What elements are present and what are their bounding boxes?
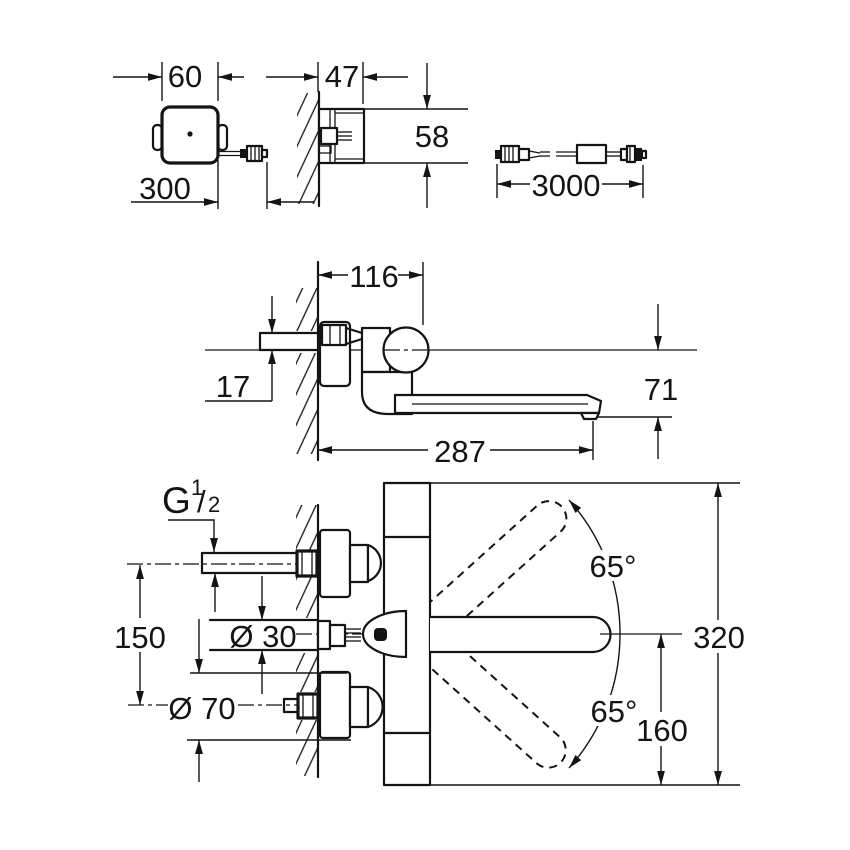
lower-escutcheon [318, 670, 352, 740]
aerator [579, 411, 601, 421]
dim-label-3000: 3000 [532, 168, 601, 203]
lower-inlet [282, 692, 320, 720]
control-box-front-view: 60 300 [113, 59, 314, 209]
dim-label-116: 116 [349, 259, 398, 294]
dim-label-160: 160 [636, 713, 688, 748]
dim-label-65-up: 65° [590, 549, 637, 584]
wall-hatching [296, 353, 318, 454]
dim-body-projection: 116 [318, 259, 424, 325]
spout-position-up [415, 500, 568, 642]
dim-label-58: 58 [415, 119, 449, 154]
power-cable-view: 3000 [495, 143, 648, 203]
thread-label-slash: / [197, 484, 206, 519]
ir-sensor-window [374, 628, 387, 641]
wall-hatching [297, 93, 319, 204]
dim-label-d30: Ø 30 [229, 619, 296, 654]
dim-label-17: 17 [216, 369, 250, 404]
dim-thread: G 1 / 2 [162, 475, 220, 612]
thread-label-sup: 1 [191, 475, 203, 500]
dim-label-47: 47 [325, 59, 359, 94]
wall-hatching [296, 720, 318, 776]
spout [430, 615, 612, 654]
dim-spout-reach: 287 [318, 421, 594, 469]
spout-position-down [414, 627, 567, 769]
dim-label-65-down: 65° [591, 694, 638, 729]
dim-cable-3000: 3000 [496, 164, 644, 203]
union-nut [296, 692, 320, 720]
upper-escutcheon [318, 528, 352, 599]
dim-label-150: 150 [114, 620, 166, 655]
dim-label-71: 71 [644, 372, 678, 407]
dim-label-287: 287 [434, 434, 486, 469]
dim-box-depth: 47 [266, 59, 408, 104]
union-nut [295, 549, 319, 578]
dim-inlet-spacing: 150 [114, 565, 166, 705]
inline-filter [575, 143, 608, 165]
wall-hatching [296, 577, 318, 618]
union-nut [320, 323, 348, 347]
mixer-front-view: 65° 65° [114, 475, 745, 787]
dim-hub-diameter: Ø 30 [229, 576, 297, 694]
dim-escutcheon-diameter: Ø 70 [168, 619, 351, 782]
thread-label-g: G [162, 480, 191, 521]
dim-cable-length: 300 [131, 160, 314, 209]
dim-box-height: 58 [364, 63, 468, 208]
mixer-side-view: 116 17 71 287 [205, 259, 697, 469]
dim-inlet-offset: 17 [205, 296, 276, 404]
dim-box-width: 60 [113, 59, 244, 101]
control-box-side-view: 47 58 [266, 59, 468, 208]
dim-label-300: 300 [139, 171, 191, 206]
dim-total-height: 320 [430, 482, 745, 786]
dim-label-d70: Ø 70 [168, 691, 235, 726]
thread-label-sub: 2 [208, 492, 220, 517]
indicator-dot [187, 131, 193, 137]
dim-label-60: 60 [168, 59, 202, 94]
wall-hatching [296, 288, 318, 331]
dim-spout-drop: 71 [597, 304, 678, 459]
wall-hatching [296, 505, 318, 550]
dim-label-320: 320 [693, 620, 745, 655]
dim-spout-to-base: 160 [600, 633, 688, 785]
cable-plug [240, 144, 269, 163]
